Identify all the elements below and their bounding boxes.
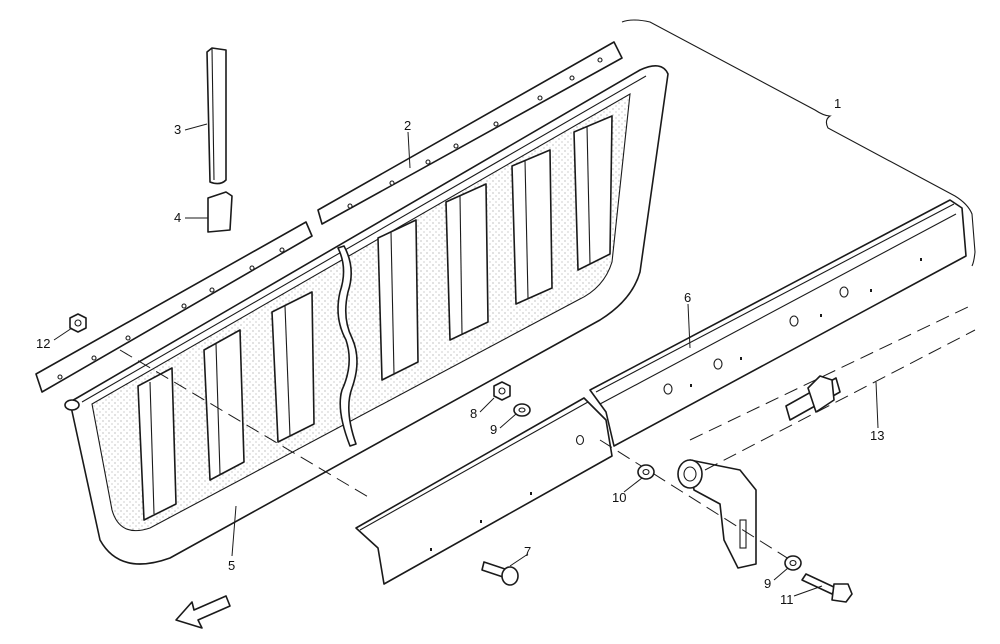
nut-12 [69,313,87,333]
callout-9b: 9 [764,576,771,591]
rod-assembly [689,305,976,471]
vertical-strip [206,47,227,185]
long-beam [589,199,967,447]
washer-9a [513,403,531,417]
centerline-1 [119,349,371,499]
callout-9a: 9 [490,422,497,437]
short-angle-beam [355,397,613,585]
leader-lines [53,123,879,597]
callout-1: 1 [834,96,841,111]
callout-7: 7 [524,544,531,559]
side-panel [64,65,669,565]
callout-13: 13 [870,428,884,443]
hinge-bracket [677,459,757,569]
top-rail [35,41,623,393]
callout-12: 12 [36,336,50,351]
callout-8: 8 [470,406,477,421]
bolt-7 [481,561,519,586]
callout-6: 6 [684,290,691,305]
callout-5: 5 [228,558,235,573]
panel-ribs-right [377,115,613,381]
callout-4: 4 [174,210,181,225]
callout-10: 10 [612,490,626,505]
centerline-2 [599,439,801,567]
end-cap [207,191,233,233]
washer-10 [637,464,655,480]
washer-9b [784,555,802,571]
nut-8 [493,381,511,401]
arrow-icon [175,595,231,629]
bolt-11 [801,573,853,603]
callout-11: 11 [780,592,794,607]
callout-2: 2 [404,118,411,133]
callout-3: 3 [174,122,181,137]
assembly-bracket [621,19,976,267]
